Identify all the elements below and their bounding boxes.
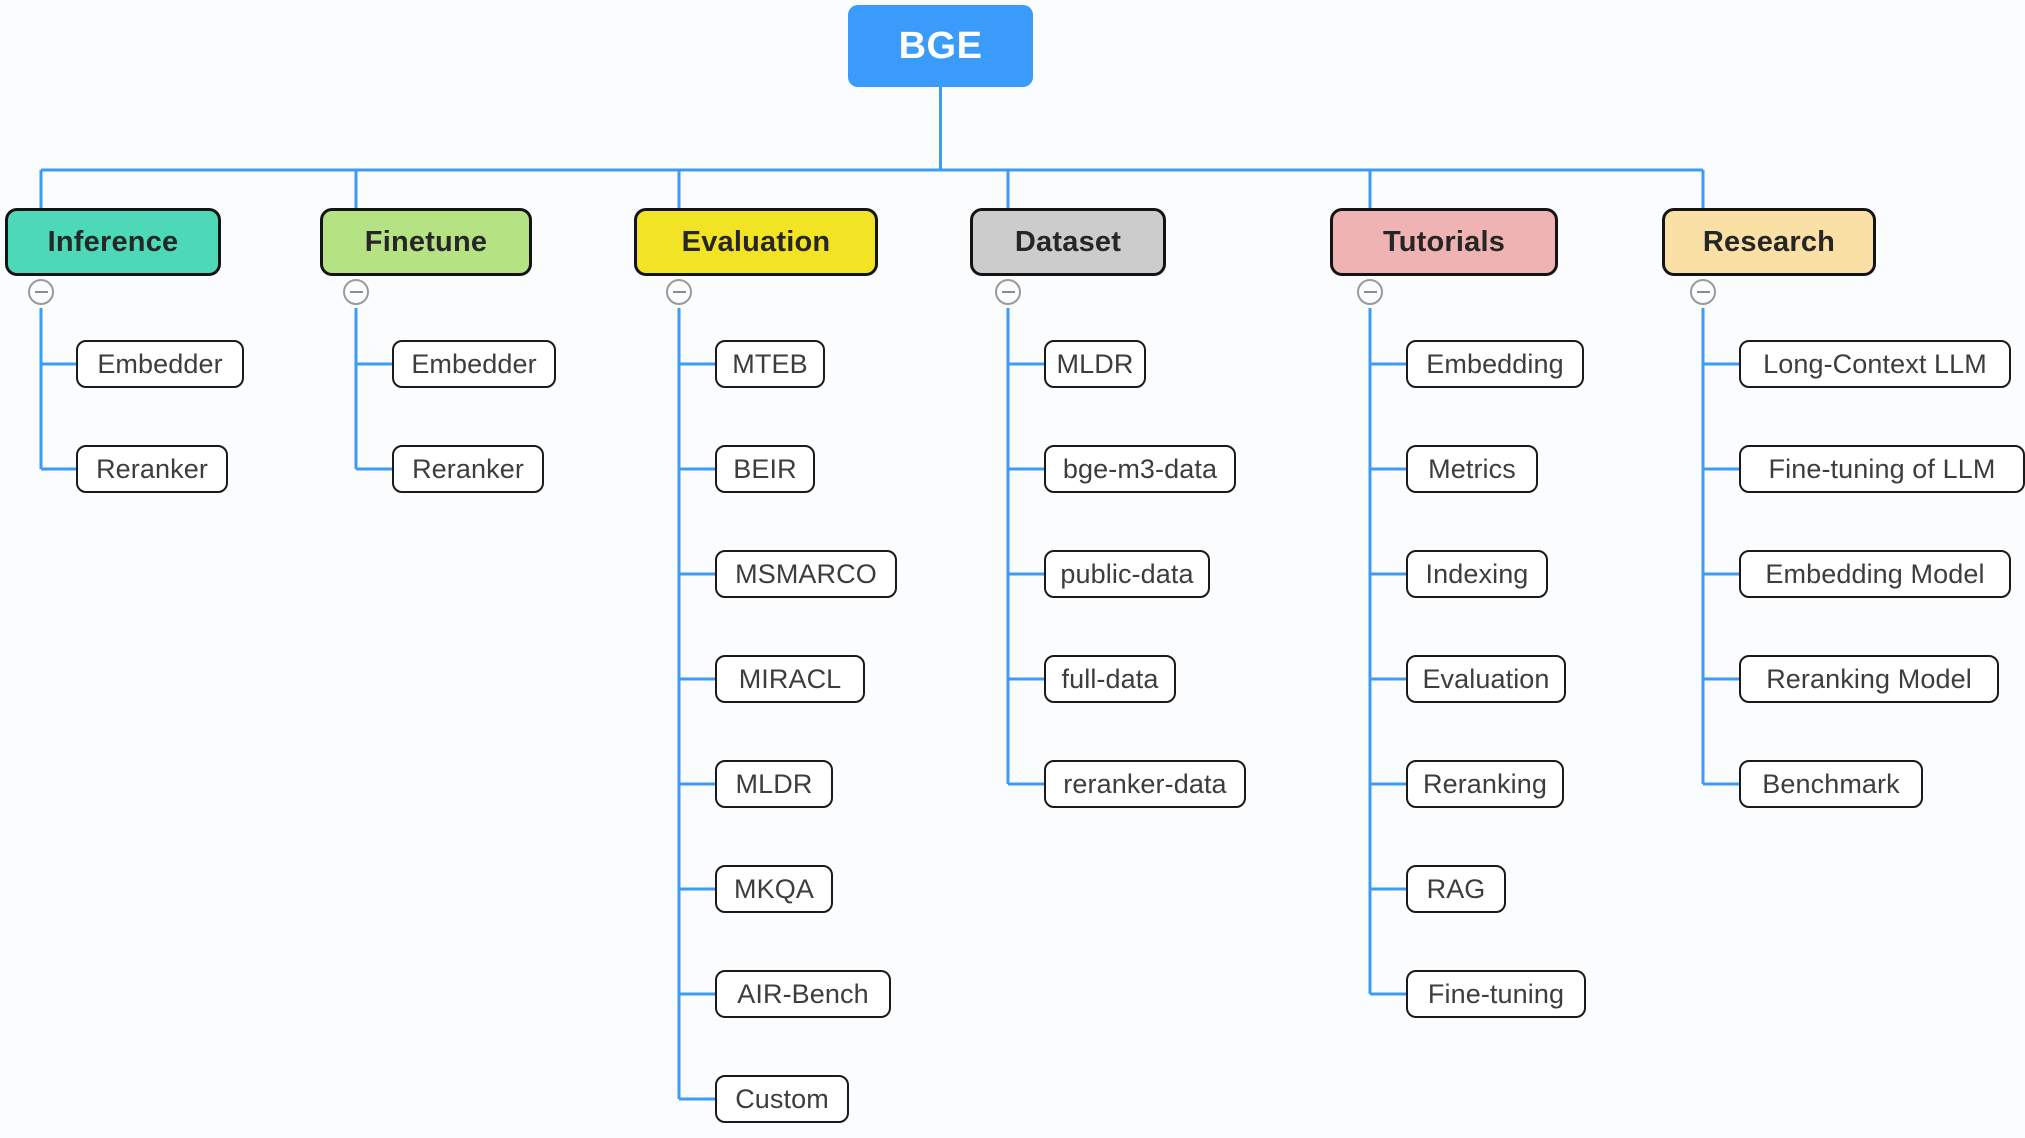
minus-circle-icon	[34, 291, 48, 293]
leaf-node-label: MTEB	[732, 348, 808, 379]
leaf-node[interactable]: Embedding	[1406, 340, 1584, 388]
leaf-node[interactable]: RAG	[1406, 865, 1506, 913]
leaf-node-label: Reranking	[1423, 768, 1547, 799]
leaf-node[interactable]: Embedder	[76, 340, 244, 388]
leaf-node[interactable]: MTEB	[715, 340, 825, 388]
leaf-node[interactable]: MSMARCO	[715, 550, 897, 598]
leaf-node-label: Reranking Model	[1766, 663, 1972, 694]
leaf-node[interactable]: Embedder	[392, 340, 556, 388]
root-node-bge[interactable]: BGE	[848, 5, 1033, 87]
leaf-node-label: Long-Context LLM	[1763, 348, 1987, 379]
minus-circle-icon	[1696, 291, 1710, 293]
leaf-node[interactable]: MKQA	[715, 865, 833, 913]
leaf-node[interactable]: MIRACL	[715, 655, 865, 703]
leaf-node-label: Indexing	[1425, 558, 1529, 589]
leaf-node[interactable]: Embedding Model	[1739, 550, 2011, 598]
leaf-node[interactable]: reranker-data	[1044, 760, 1246, 808]
leaf-node[interactable]: Metrics	[1406, 445, 1538, 493]
collapse-toggle-tutorials[interactable]	[1357, 279, 1383, 305]
leaf-node-label: AIR-Bench	[737, 978, 869, 1009]
leaf-node-label: Metrics	[1428, 453, 1516, 484]
collapse-toggle-research[interactable]	[1690, 279, 1716, 305]
leaf-node[interactable]: Evaluation	[1406, 655, 1566, 703]
leaf-node[interactable]: Reranker	[392, 445, 544, 493]
leaf-node-label: MLDR	[735, 768, 813, 799]
leaf-node-label: Fine-tuning	[1427, 978, 1565, 1009]
branch-node-label: Evaluation	[681, 225, 831, 258]
branch-node-finetune[interactable]: Finetune	[320, 208, 532, 276]
collapse-toggle-dataset[interactable]	[995, 279, 1021, 305]
leaf-node-label: Custom	[735, 1083, 829, 1114]
leaf-node-label: Embedder	[411, 348, 537, 379]
leaf-node-label: full-data	[1061, 663, 1159, 694]
minus-circle-icon	[1363, 291, 1377, 293]
leaf-node[interactable]: Reranking	[1406, 760, 1564, 808]
branch-node-evaluation[interactable]: Evaluation	[634, 208, 878, 276]
branch-node-tutorials[interactable]: Tutorials	[1330, 208, 1558, 276]
collapse-toggle-finetune[interactable]	[343, 279, 369, 305]
leaf-node[interactable]: Custom	[715, 1075, 849, 1123]
leaf-node[interactable]: Fine-tuning of LLM	[1739, 445, 2025, 493]
leaf-node[interactable]: Benchmark	[1739, 760, 1923, 808]
leaf-node-label: MKQA	[734, 873, 814, 904]
leaf-node[interactable]: MLDR	[715, 760, 833, 808]
collapse-toggle-inference[interactable]	[28, 279, 54, 305]
leaf-node[interactable]: public-data	[1044, 550, 1210, 598]
branch-node-label: Dataset	[1014, 225, 1122, 258]
leaf-node[interactable]: BEIR	[715, 445, 815, 493]
root-node-label: BGE	[898, 24, 983, 67]
leaf-node[interactable]: AIR-Bench	[715, 970, 891, 1018]
leaf-node[interactable]: full-data	[1044, 655, 1176, 703]
leaf-node-label: Embedding Model	[1765, 558, 1985, 589]
minus-circle-icon	[672, 291, 686, 293]
leaf-node-label: Reranker	[412, 453, 524, 484]
leaf-node-label: Embedding	[1426, 348, 1564, 379]
leaf-node[interactable]: Fine-tuning	[1406, 970, 1586, 1018]
leaf-node[interactable]: Indexing	[1406, 550, 1548, 598]
leaf-node-label: bge-m3-data	[1062, 453, 1218, 484]
leaf-node-label: Evaluation	[1422, 663, 1550, 694]
leaf-node-label: Fine-tuning of LLM	[1768, 453, 1996, 484]
leaf-node-label: RAG	[1426, 873, 1486, 904]
leaf-node-label: Reranker	[96, 453, 208, 484]
minus-circle-icon	[349, 291, 363, 293]
leaf-node-label: public-data	[1060, 558, 1194, 589]
leaf-node-label: Embedder	[97, 348, 223, 379]
collapse-toggle-evaluation[interactable]	[666, 279, 692, 305]
branch-node-inference[interactable]: Inference	[5, 208, 221, 276]
leaf-node-label: MLDR	[1056, 348, 1134, 379]
leaf-node[interactable]: Reranking Model	[1739, 655, 1999, 703]
branch-node-label: Research	[1702, 225, 1836, 258]
branch-node-research[interactable]: Research	[1662, 208, 1876, 276]
leaf-node[interactable]: MLDR	[1044, 340, 1146, 388]
leaf-node-label: Benchmark	[1762, 768, 1900, 799]
branch-node-dataset[interactable]: Dataset	[970, 208, 1166, 276]
leaf-node[interactable]: Long-Context LLM	[1739, 340, 2011, 388]
minus-circle-icon	[1001, 291, 1015, 293]
leaf-node[interactable]: bge-m3-data	[1044, 445, 1236, 493]
branch-node-label: Tutorials	[1382, 225, 1506, 258]
leaf-node-label: BEIR	[733, 453, 797, 484]
leaf-node-label: MIRACL	[738, 663, 842, 694]
branch-node-label: Inference	[47, 225, 179, 258]
leaf-node-label: MSMARCO	[735, 558, 877, 589]
branch-node-label: Finetune	[364, 225, 488, 258]
leaf-node-label: reranker-data	[1063, 768, 1227, 799]
leaf-node[interactable]: Reranker	[76, 445, 228, 493]
